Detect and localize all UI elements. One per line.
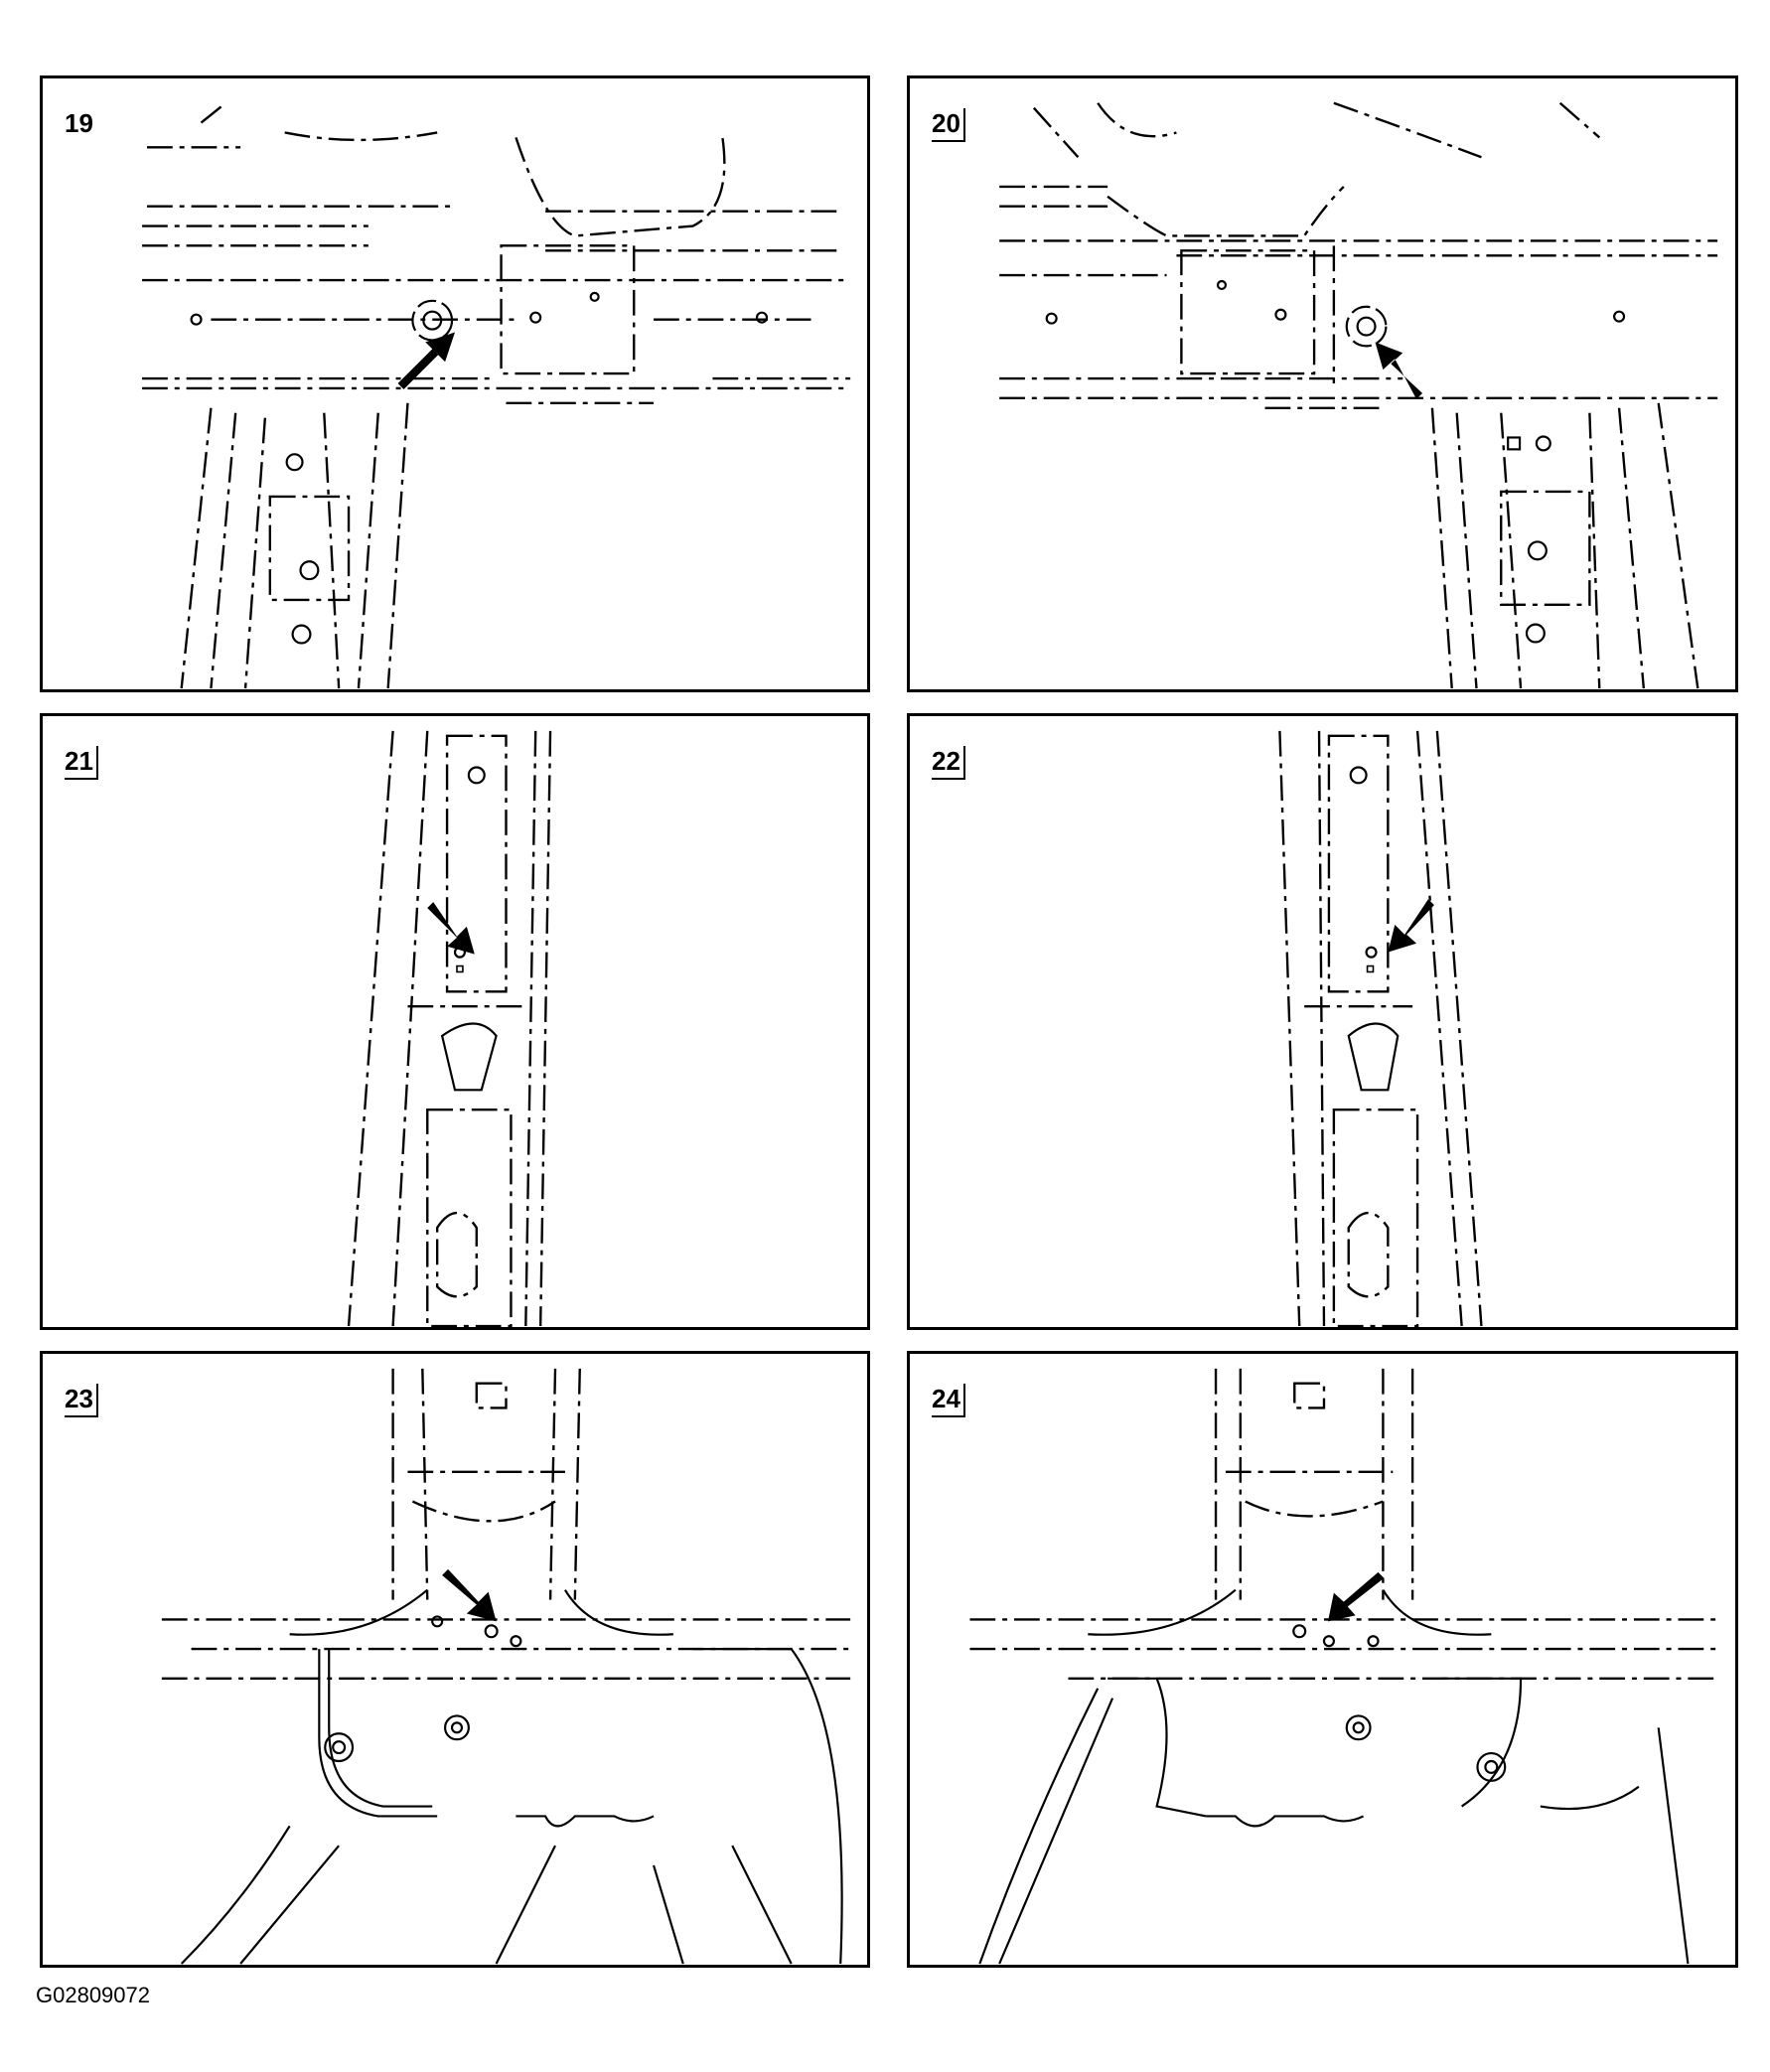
line-drawing [347, 730, 552, 1327]
line-drawing [969, 1368, 1718, 1965]
line-drawing [999, 101, 1718, 689]
line-drawing [1278, 730, 1483, 1327]
arrow-pointer [427, 902, 475, 955]
line-drawing [161, 1368, 851, 1965]
line-drawing [142, 101, 851, 689]
step-number: 19 [65, 108, 93, 138]
panel-20: 20 [907, 75, 1738, 692]
step-number: 23 [65, 1384, 98, 1417]
arrow-pointer [1388, 899, 1434, 953]
panel-24: 24 [907, 1351, 1738, 1968]
step-number: 21 [65, 746, 98, 780]
arrow-pointer [1327, 1571, 1385, 1622]
panel-19: 19 [40, 75, 870, 692]
arrow-pointer [1375, 342, 1423, 399]
step-number: 20 [932, 108, 965, 142]
figure-code: G02809072 [36, 1983, 150, 2007]
step-number: 24 [932, 1384, 965, 1417]
arrow-pointer [442, 1568, 497, 1622]
arrow-pointer [397, 332, 455, 389]
panel-22: 22 [907, 713, 1738, 1330]
step-number: 22 [932, 746, 965, 780]
panel-23: 23 [40, 1351, 870, 1968]
panel-21: 21 [40, 713, 870, 1330]
